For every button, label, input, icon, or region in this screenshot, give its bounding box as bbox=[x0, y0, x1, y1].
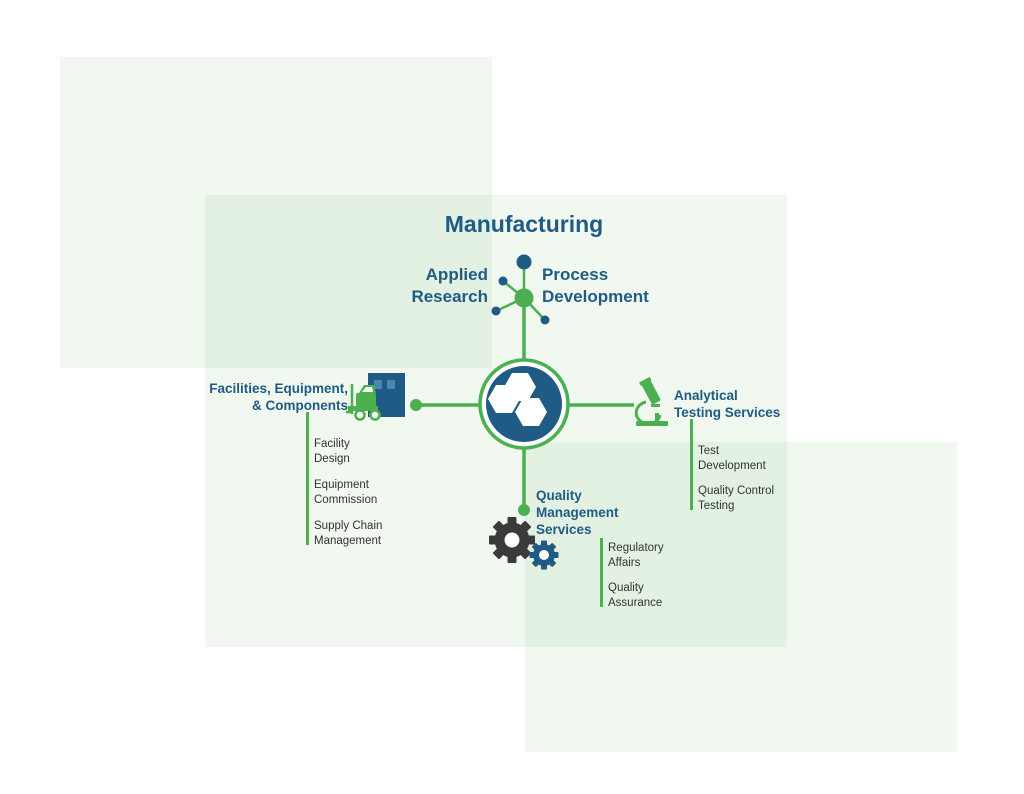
background-panel-top-left bbox=[60, 57, 492, 368]
label-facilities-line2: & Components bbox=[252, 398, 348, 413]
microscope-icon bbox=[634, 376, 668, 426]
label-analytical-testing: Analytical Testing Services bbox=[674, 387, 780, 421]
sub-item-bars bbox=[306, 412, 693, 607]
gears-icon bbox=[489, 517, 559, 570]
background-panel-bottom-right bbox=[525, 442, 957, 752]
list-item-quality-control-testing: Quality Control Testing bbox=[698, 484, 774, 514]
list-item-text: Equipment bbox=[314, 479, 369, 491]
page-title: Manufacturing bbox=[444, 211, 604, 237]
list-item-text: Commission bbox=[314, 494, 378, 506]
label-quality-line1: Quality bbox=[536, 488, 582, 503]
label-process-development: Process Development bbox=[542, 264, 649, 308]
list-item-text: Supply Chain bbox=[314, 520, 383, 532]
list-item-text: Design bbox=[314, 453, 350, 465]
list-item-text: Affairs bbox=[608, 557, 641, 569]
label-quality-management: Quality Management Services bbox=[536, 487, 619, 538]
label-applied-research-line1: Applied bbox=[425, 265, 488, 284]
list-item-test-development: Test Development bbox=[698, 444, 766, 474]
list-item-text: Quality Control bbox=[698, 485, 775, 497]
label-facilities: Facilities, Equipment, & Components bbox=[196, 380, 348, 414]
label-analytical-line1: Analytical bbox=[674, 388, 738, 403]
label-facilities-line1: Facilities, Equipment, bbox=[209, 381, 348, 396]
list-item-text: Regulatory bbox=[608, 542, 664, 554]
label-analytical-line2: Testing Services bbox=[674, 405, 781, 420]
list-item-quality-assurance: Quality Assurance bbox=[608, 581, 662, 611]
bar-quality bbox=[600, 538, 603, 607]
bar-facilities bbox=[306, 412, 309, 545]
label-process-development-line2: Development bbox=[542, 287, 649, 306]
list-item-text: Facility bbox=[314, 438, 350, 450]
warehouse-forklift-icon bbox=[346, 373, 405, 421]
hexagon-cluster-icon bbox=[478, 358, 570, 450]
list-item-text: Assurance bbox=[608, 597, 663, 609]
label-quality-line2: Management bbox=[536, 505, 619, 520]
molecule-icon bbox=[491, 254, 550, 325]
label-process-development-line1: Process bbox=[542, 265, 609, 284]
connector-dot-left bbox=[410, 399, 422, 411]
list-item-text: Testing bbox=[698, 500, 735, 512]
list-item-text: Development bbox=[698, 460, 766, 472]
list-item-supply-chain: Supply Chain Management bbox=[314, 519, 382, 549]
label-applied-research: Applied Research bbox=[388, 264, 488, 308]
list-item-regulatory-affairs: Regulatory Affairs bbox=[608, 541, 664, 571]
list-item-facility-design: Facility Design bbox=[314, 437, 350, 467]
list-item-text: Test bbox=[698, 445, 720, 457]
label-applied-research-line2: Research bbox=[411, 287, 488, 306]
list-item-text: Quality bbox=[608, 582, 644, 594]
list-item-text: Management bbox=[314, 535, 382, 547]
bar-analytical bbox=[690, 419, 693, 510]
connector-lines bbox=[416, 298, 634, 510]
list-item-equipment-commission: Equipment Commission bbox=[314, 478, 377, 508]
connector-dot-bottom bbox=[518, 504, 530, 516]
label-quality-line3: Services bbox=[536, 522, 592, 537]
